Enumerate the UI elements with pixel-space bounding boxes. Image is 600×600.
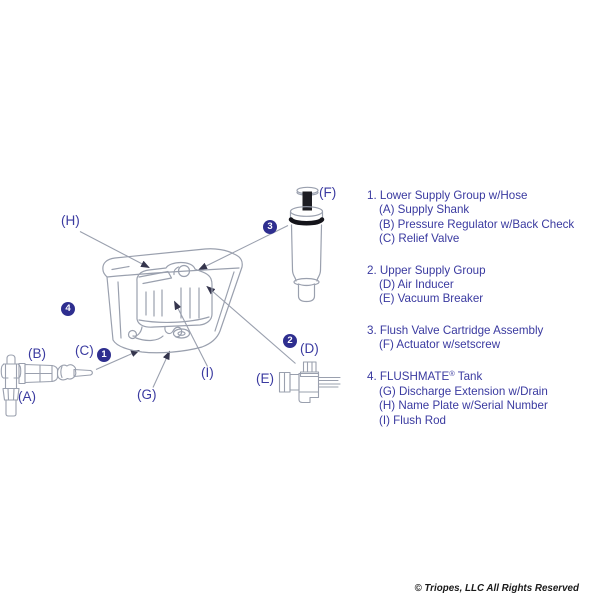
legend-group-4-title-rest: Tank xyxy=(454,369,483,383)
part-label-f: (F) xyxy=(319,185,337,200)
registered-trademark-icon: ® xyxy=(449,368,455,378)
part-label-e: (E) xyxy=(256,371,274,386)
legend-group-1-title: 1. Lower Supply Group w/Hose xyxy=(367,189,528,202)
legend-item-f: (F) Actuator w/setscrew xyxy=(379,338,501,352)
legend-item-e: (E) Vacuum Breaker xyxy=(379,292,484,306)
legend-item-i: (I) Flush Rod xyxy=(379,413,447,427)
legend-group-3: 3. Flush Valve Cartridge Assembly (F) Ac… xyxy=(367,324,599,353)
group-badge-2: 2 xyxy=(283,334,297,348)
group-badge-3: 3 xyxy=(263,220,277,234)
copyright-text: © Triopes, LLC All Rights Reserved xyxy=(414,583,579,594)
legend-item-b: (B) Pressure Regulator w/Back Check xyxy=(379,217,575,231)
parts-legend: 1. Lower Supply Group w/Hose (A) Supply … xyxy=(367,189,599,445)
group-badge-1: 1 xyxy=(97,348,111,362)
upper-supply-group xyxy=(278,361,341,404)
leader-lines xyxy=(79,225,296,388)
legend-item-g: (G) Discharge Extension w/Drain xyxy=(379,385,548,399)
legend-group-4-title-text: 4. FLUSHMATE xyxy=(367,369,450,383)
part-label-d: (D) xyxy=(300,341,319,356)
lower-supply-group xyxy=(0,354,93,417)
cartridge-assembly xyxy=(288,186,325,303)
part-label-g: (G) xyxy=(137,387,157,402)
legend-group-1: 1. Lower Supply Group w/Hose (A) Supply … xyxy=(367,189,599,247)
part-label-i: (I) xyxy=(201,365,214,380)
part-label-c: (C) xyxy=(75,343,94,358)
legend-item-h: (H) Name Plate w/Serial Number xyxy=(379,399,548,413)
legend-group-4: 4. FLUSHMATE® Tank (G) Discharge Extensi… xyxy=(367,368,599,429)
legend-item-d: (D) Air Inducer xyxy=(379,278,454,292)
legend-group-4-title: 4. FLUSHMATE® Tank xyxy=(367,368,599,385)
legend-item-a: (A) Supply Shank xyxy=(379,203,470,217)
legend-group-2-title: 2. Upper Supply Group xyxy=(367,263,486,277)
legend-group-3-title: 3. Flush Valve Cartridge Assembly xyxy=(367,323,544,337)
pressure-vessel xyxy=(127,261,213,342)
tank-outline xyxy=(102,248,243,354)
group-badge-4: 4 xyxy=(61,302,75,316)
legend-item-c: (C) Relief Valve xyxy=(379,232,460,246)
part-label-b: (B) xyxy=(28,346,46,361)
part-label-h: (H) xyxy=(61,213,80,228)
legend-group-2: 2. Upper Supply Group (D) Air Inducer (E… xyxy=(367,264,599,307)
part-label-a: (A) xyxy=(18,389,36,404)
